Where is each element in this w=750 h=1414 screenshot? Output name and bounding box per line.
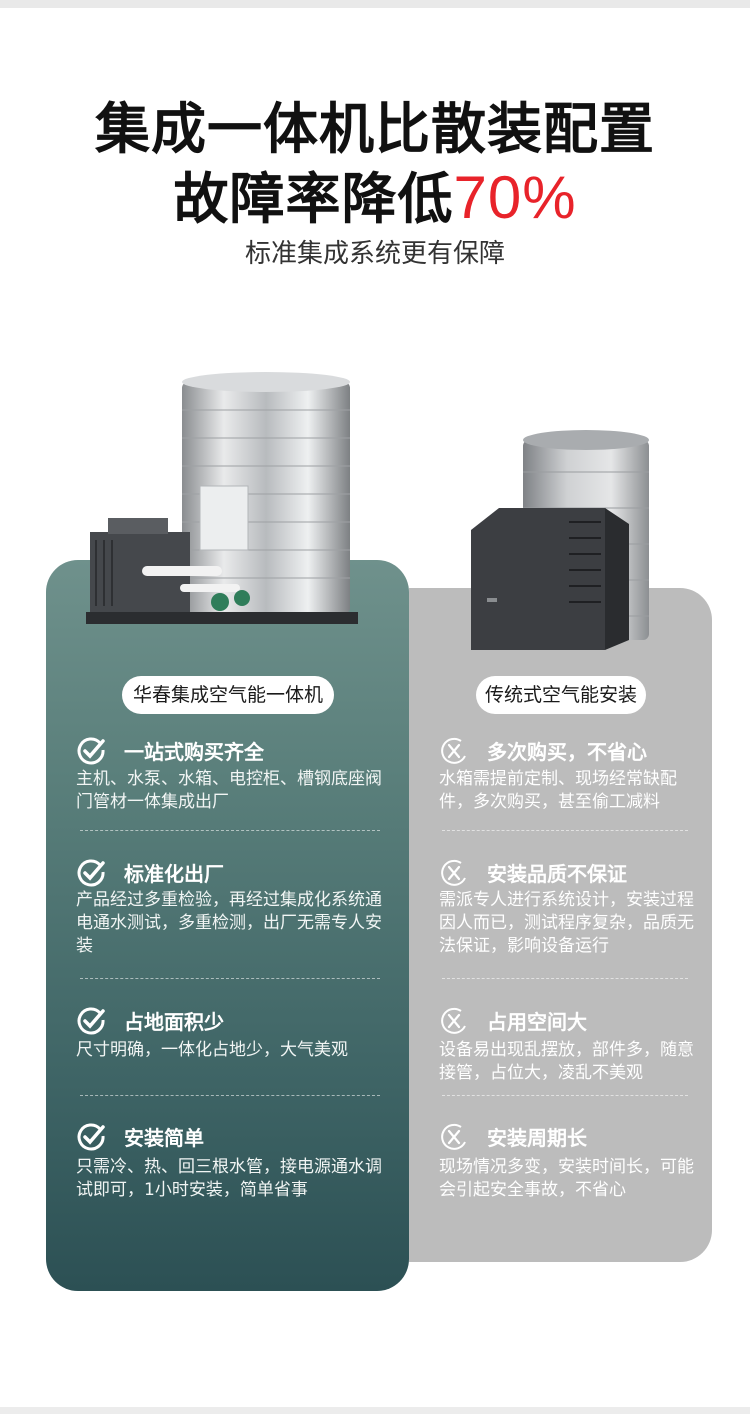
traditional-install-label: 传统式空气能安装 bbox=[476, 676, 646, 714]
benefit-desc: 只需冷、热、回三根水管，接电源通水调试即可，1小时安装，简单省事 bbox=[76, 1157, 382, 1200]
x-icon bbox=[441, 1123, 466, 1150]
subtitle: 标准集成系统更有保障 bbox=[244, 239, 505, 269]
check-icon bbox=[77, 1123, 105, 1151]
divider bbox=[80, 978, 380, 979]
x-icon bbox=[441, 737, 466, 764]
benefit-title: 占地面积少 bbox=[124, 1010, 224, 1034]
divider bbox=[442, 1095, 688, 1096]
top-strip bbox=[0, 0, 750, 8]
drawback-title: 占用空间大 bbox=[487, 1010, 587, 1034]
divider bbox=[80, 830, 380, 831]
drawback-title: 多次购买，不省心 bbox=[487, 740, 647, 764]
benefit-title: 标准化出厂 bbox=[124, 862, 224, 886]
divider bbox=[442, 830, 688, 831]
traditional-unit-image bbox=[471, 430, 649, 650]
drawback-title: 安装周期长 bbox=[487, 1126, 587, 1150]
integrated-unit-label: 华春集成空气能一体机 bbox=[122, 676, 334, 714]
benefit-desc: 尺寸明确，一体化占地少，大气美观 bbox=[76, 1040, 348, 1060]
drawback-desc: 水箱需提前定制、现场经常缺配件，多次购买，甚至偷工减料 bbox=[439, 769, 677, 812]
benefit-title: 一站式购买齐全 bbox=[124, 740, 264, 764]
check-icon bbox=[77, 1007, 105, 1035]
check-icon bbox=[77, 859, 105, 887]
integrated-unit-image bbox=[86, 372, 358, 624]
headline-prefix: 故障率降低 bbox=[173, 167, 454, 231]
x-icon bbox=[441, 859, 466, 886]
benefit-desc: 产品经过多重检验，再经过集成化系统通电通水测试，多重检测，出厂无需专人安装 bbox=[76, 890, 382, 956]
headline-line-1: 集成一体机比散装配置 bbox=[94, 97, 655, 161]
x-icon bbox=[441, 1007, 466, 1034]
check-icon bbox=[77, 737, 105, 765]
divider bbox=[80, 1095, 380, 1096]
drawback-desc: 现场情况多变，安装时间长，可能会引起安全事故，不省心 bbox=[439, 1157, 694, 1200]
drawback-desc: 设备易出现乱摆放，部件多，随意接管，占位大，凌乱不美观 bbox=[439, 1040, 694, 1083]
benefit-desc: 主机、水泵、水箱、电控柜、槽钢底座阀门管材一体集成出厂 bbox=[76, 769, 382, 812]
headline-highlight: 70% bbox=[453, 164, 577, 231]
divider bbox=[442, 978, 688, 979]
headline-line-2: 故障率降低70% bbox=[0, 163, 750, 234]
drawback-title: 安装品质不保证 bbox=[487, 862, 627, 886]
benefit-title: 安装简单 bbox=[124, 1126, 204, 1150]
drawback-desc: 需派专人进行系统设计，安装过程因人而已，测试程序复杂，品质无法保证，影响设备运行 bbox=[439, 890, 694, 956]
bottom-strip bbox=[0, 1407, 750, 1414]
